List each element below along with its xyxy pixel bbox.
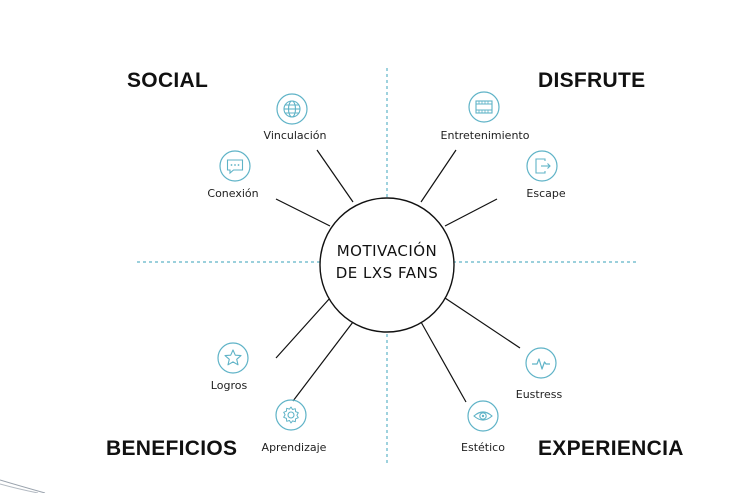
quadrant-title-beneficios: BENEFICIOS	[106, 437, 238, 460]
node-label-conexion: Conexión	[207, 187, 259, 200]
spoke-vinculacion	[316, 149, 354, 203]
eye-icon	[467, 400, 499, 432]
node-label-eustress: Eustress	[515, 388, 563, 401]
center-title-line1: MOTIVACIÓN	[336, 242, 438, 260]
globe-icon	[276, 93, 308, 125]
spoke-logros	[275, 297, 331, 359]
decorative-swoosh	[0, 483, 39, 493]
spoke-eustress	[444, 297, 521, 349]
spoke-entretenimiento	[420, 149, 457, 203]
node-label-escape: Escape	[526, 187, 566, 200]
pulse-icon	[525, 347, 557, 379]
center-title: MOTIVACIÓN DE LXS FANS	[321, 240, 453, 284]
node-label-estetico: Estético	[461, 441, 505, 454]
center-title-line2: DE LXS FANS	[335, 264, 439, 282]
quadrant-title-experiencia: EXPERIENCIA	[538, 437, 684, 460]
node-label-logros: Logros	[210, 379, 248, 392]
spoke-estetico	[420, 321, 467, 403]
center-circle	[319, 197, 455, 333]
quadrant-title-social: SOCIAL	[127, 69, 209, 92]
node-label-entretenimiento: Entretenimiento	[440, 129, 530, 142]
decorative-swoosh	[0, 479, 46, 493]
gear-icon	[275, 399, 307, 431]
star-icon	[217, 342, 249, 374]
film-icon	[468, 91, 500, 123]
spoke-escape	[444, 198, 498, 227]
spoke-conexion	[275, 198, 331, 227]
quadrant-title-disfrute: DISFRUTE	[538, 69, 646, 92]
spoke-aprendizaje	[292, 321, 354, 402]
node-label-aprendizaje: Aprendizaje	[261, 441, 327, 454]
node-label-vinculacion: Vinculación	[263, 129, 327, 142]
exit-door-icon	[526, 150, 558, 182]
chat-bubble-icon	[219, 150, 251, 182]
